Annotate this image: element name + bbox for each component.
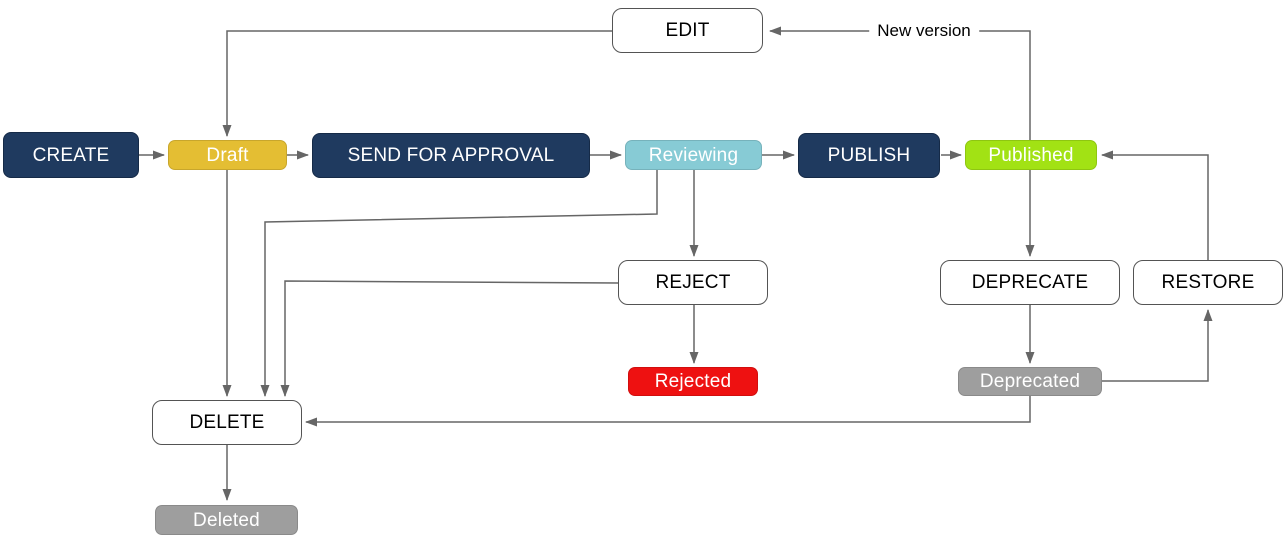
node-published: Published (965, 140, 1097, 170)
edge-published-edit-newversion (769, 26, 1031, 140)
edge-deprecated-delete (305, 396, 1031, 427)
edge-reviewing-delete (260, 170, 658, 397)
node-reject: REJECT (618, 260, 768, 305)
node-deleted: Deleted (155, 505, 298, 535)
node-edit: EDIT (612, 8, 763, 53)
node-send-for-approval: SEND FOR APPROVAL (312, 133, 590, 178)
node-rejected: Rejected (628, 367, 758, 396)
node-draft: Draft (168, 140, 287, 170)
node-deprecated: Deprecated (958, 367, 1102, 396)
edge-edit-draft (222, 30, 612, 137)
node-reviewing: Reviewing (625, 140, 762, 170)
edge-reject-delete (280, 280, 619, 397)
node-delete: DELETE (152, 400, 302, 445)
node-restore: RESTORE (1133, 260, 1283, 305)
edge-restore-published (1101, 150, 1209, 260)
node-publish: PUBLISH (798, 133, 940, 178)
edge-label-new-version: New version (869, 21, 979, 41)
node-deprecate: DEPRECATE (940, 260, 1120, 305)
edge-deprecated-restore (1102, 309, 1213, 382)
node-create: CREATE (3, 132, 139, 178)
